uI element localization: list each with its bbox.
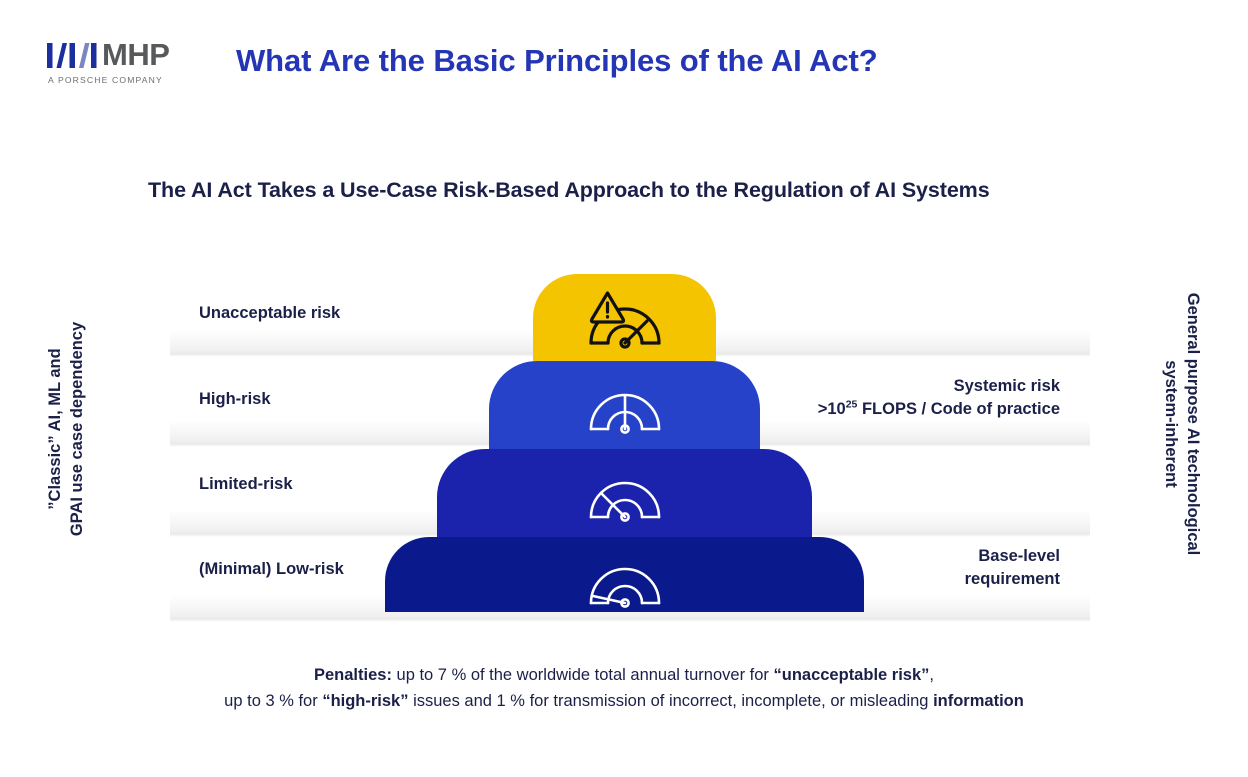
flops-exponent: 25 xyxy=(845,398,858,411)
left-axis-line2: GPAI use case dependency xyxy=(68,321,86,537)
pyramid-tier-minimal-low-risk[interactable] xyxy=(385,537,864,612)
footer-line-2: up to 3 % for “high-risk” issues and 1 %… xyxy=(0,688,1248,714)
pyramid-tier-unacceptable-risk[interactable] xyxy=(533,274,716,361)
risk-pyramid-diagram: Unacceptable risk High-risk Limited-risk… xyxy=(0,262,1248,622)
flops-suffix: FLOPS / Code of practice xyxy=(857,400,1060,418)
tier-label-limited-risk: Limited-risk xyxy=(199,475,293,493)
footer-line2-start: up to 3 % for xyxy=(224,692,323,710)
pyramid-tier-limited-risk[interactable] xyxy=(437,449,812,537)
annotation-base-line2: requirement xyxy=(964,570,1060,588)
footer-penalties-note: Penalties: up to 7 % of the worldwide to… xyxy=(0,662,1248,714)
footer-line1-mid: up to 7 % of the worldwide total annual … xyxy=(391,666,774,684)
tier-label-unacceptable-risk: Unacceptable risk xyxy=(199,304,341,322)
page-title: What Are the Basic Principles of the AI … xyxy=(236,43,878,78)
annotation-systemic-risk: Systemic risk >1025 FLOPS / Code of prac… xyxy=(818,375,1060,421)
gauge-high-warning-icon xyxy=(579,288,671,355)
right-axis-label: General purpose AI technological system-… xyxy=(1160,274,1204,574)
footer-line2-mid: issues and 1 % for transmission of incor… xyxy=(408,692,934,710)
logo-wordmark: MHP xyxy=(102,37,170,72)
right-axis-line2: system-inherent xyxy=(1162,360,1180,488)
flops-prefix: >10 xyxy=(817,400,846,418)
tier-label-high-risk: High-risk xyxy=(199,390,271,408)
footer-line1-end: , xyxy=(929,666,934,684)
tier-label-minimal-low-risk: (Minimal) Low-risk xyxy=(199,560,344,578)
gauge-low-icon xyxy=(579,465,671,528)
annotation-base-line1: Base-level xyxy=(978,547,1060,565)
annotation-systemic-risk-line2: >1025 FLOPS / Code of practice xyxy=(818,398,1060,421)
right-axis-line1: General purpose AI technological xyxy=(1184,292,1202,556)
logo-tagline: A PORSCHE COMPANY xyxy=(48,75,163,85)
annotation-systemic-risk-line1: Systemic risk xyxy=(953,377,1060,395)
mhp-bars-logo-icon xyxy=(47,43,97,68)
page-subtitle: The AI Act Takes a Use-Case Risk-Based A… xyxy=(148,178,990,202)
left-axis-label: ”Classic” AI, ML and GPAI use case depen… xyxy=(44,279,88,579)
footer-line-1: Penalties: up to 7 % of the worldwide to… xyxy=(0,662,1248,688)
gauge-medium-icon xyxy=(579,377,671,440)
mhp-logo: MHP A PORSCHE COMPANY xyxy=(47,39,222,91)
gauge-minimal-icon xyxy=(579,551,671,614)
annotation-base-level-requirement: Base-level requirement xyxy=(965,545,1060,591)
footer-penalties-label: Penalties: xyxy=(313,666,392,684)
pyramid-tier-high-risk[interactable] xyxy=(489,361,760,449)
footer-unacceptable-risk-quote: “unacceptable risk” xyxy=(773,666,930,684)
left-axis-line1: ”Classic” AI, ML and xyxy=(46,348,64,510)
footer-high-risk-quote: “high-risk” xyxy=(322,692,409,710)
footer-information-word: information xyxy=(933,692,1024,710)
